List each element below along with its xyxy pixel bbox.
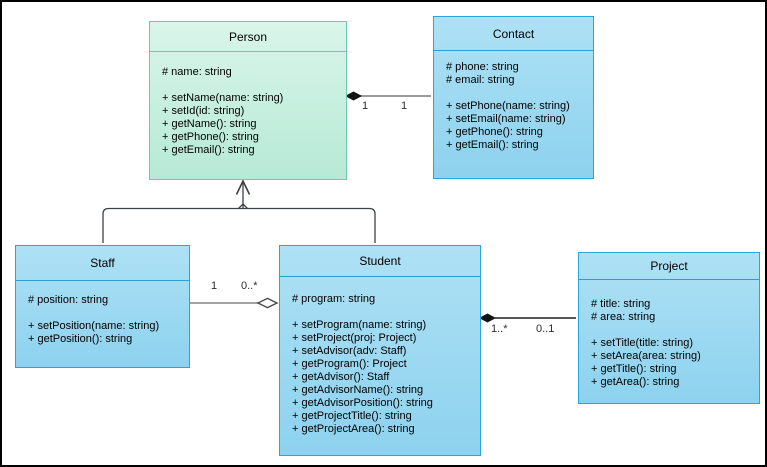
multiplicity-person-end: 1: [362, 100, 369, 112]
class-project-title: Project: [579, 253, 759, 280]
multiplicity-project-end: 0..1: [536, 323, 555, 335]
method-line: + getPhone(): string: [162, 131, 259, 143]
method-line: + getName(): string: [162, 118, 257, 130]
method-line: + getEmail(): string: [446, 139, 539, 151]
class-student-title: Student: [280, 246, 480, 277]
class-staff-title: Staff: [16, 246, 189, 281]
method-line: + setName(name: string): [162, 92, 284, 104]
attribute-line: # area: string: [591, 311, 656, 323]
multiplicity-student-end: 1..*: [491, 323, 508, 335]
edge-student-project[interactable]: [479, 313, 576, 323]
method-line: + setId(id: string): [162, 105, 245, 117]
multiplicity-staff-end: 1: [211, 280, 218, 292]
class-person-title: Person: [150, 22, 346, 52]
method-line: + getPosition(): string: [28, 333, 133, 345]
method-line: + getArea(): string: [591, 376, 680, 388]
composition-diamond-icon: [345, 91, 362, 101]
class-staff[interactable]: Staff # position: string + setPosition(n…: [15, 245, 190, 368]
method-line: + setAdvisor(adv: Staff): [292, 345, 407, 357]
method-line: + setProject(proj: Project): [292, 332, 417, 344]
attribute-line: # position: string: [28, 294, 109, 306]
edge-person-contact[interactable]: [345, 91, 431, 101]
attribute-line: # name: string: [162, 66, 232, 78]
method-line: + getEmail(): string: [162, 144, 255, 156]
attribute-line: # email: string: [446, 74, 515, 86]
class-contact-title: Contact: [434, 17, 593, 51]
aggregation-diamond-icon: [256, 297, 279, 309]
method-line: + getPhone(): string: [446, 126, 543, 138]
class-student-body: # program: string + setProgram(name: str…: [280, 277, 480, 436]
method-line: + getAdvisorPosition(): string: [292, 397, 433, 409]
generalization-arrow-icon: [235, 179, 251, 195]
method-line: + setArea(area: string): [591, 350, 701, 362]
class-project-body: # title: string # area: string + setTitl…: [579, 280, 759, 389]
class-person-body: # name: string + setName(name: string) +…: [150, 52, 346, 157]
method-line: + setTitle(title: string): [591, 337, 693, 349]
method-line: + getTitle(): string: [591, 363, 677, 375]
class-project[interactable]: Project # title: string # area: string +…: [578, 252, 760, 404]
class-contact[interactable]: Contact # phone: string # email: string …: [433, 16, 594, 179]
attribute-line: # phone: string: [446, 61, 519, 73]
class-contact-body: # phone: string # email: string + setPho…: [434, 51, 593, 152]
attribute-line: # program: string: [292, 293, 376, 305]
composition-diamond-icon: [479, 313, 496, 323]
class-staff-body: # position: string + setPosition(name: s…: [16, 281, 189, 346]
method-line: + getProgram(): Project: [292, 358, 407, 370]
multiplicity-student-end: 0..*: [241, 280, 258, 292]
method-line: + getProjectTitle(): string: [292, 410, 412, 422]
edge-staff-student[interactable]: [189, 297, 279, 309]
edge-generalization-tree[interactable]: [102, 179, 376, 243]
method-line: + setProgram(name: string): [292, 319, 427, 331]
attribute-line: # title: string: [591, 298, 651, 310]
class-student[interactable]: Student # program: string + setProgram(n…: [279, 245, 481, 456]
multiplicity-contact-end: 1: [401, 100, 408, 112]
class-person[interactable]: Person # name: string + setName(name: st…: [149, 21, 347, 180]
method-line: + setPhone(name: string): [446, 100, 570, 112]
method-line: + getProjectArea(): string: [292, 423, 415, 435]
method-line: + setPosition(name: string): [28, 320, 160, 332]
method-line: + getAdvisorName(): string: [292, 384, 424, 396]
method-line: + setEmail(name: string): [446, 113, 566, 125]
method-line: + getAdvisor(): Staff: [292, 371, 390, 383]
